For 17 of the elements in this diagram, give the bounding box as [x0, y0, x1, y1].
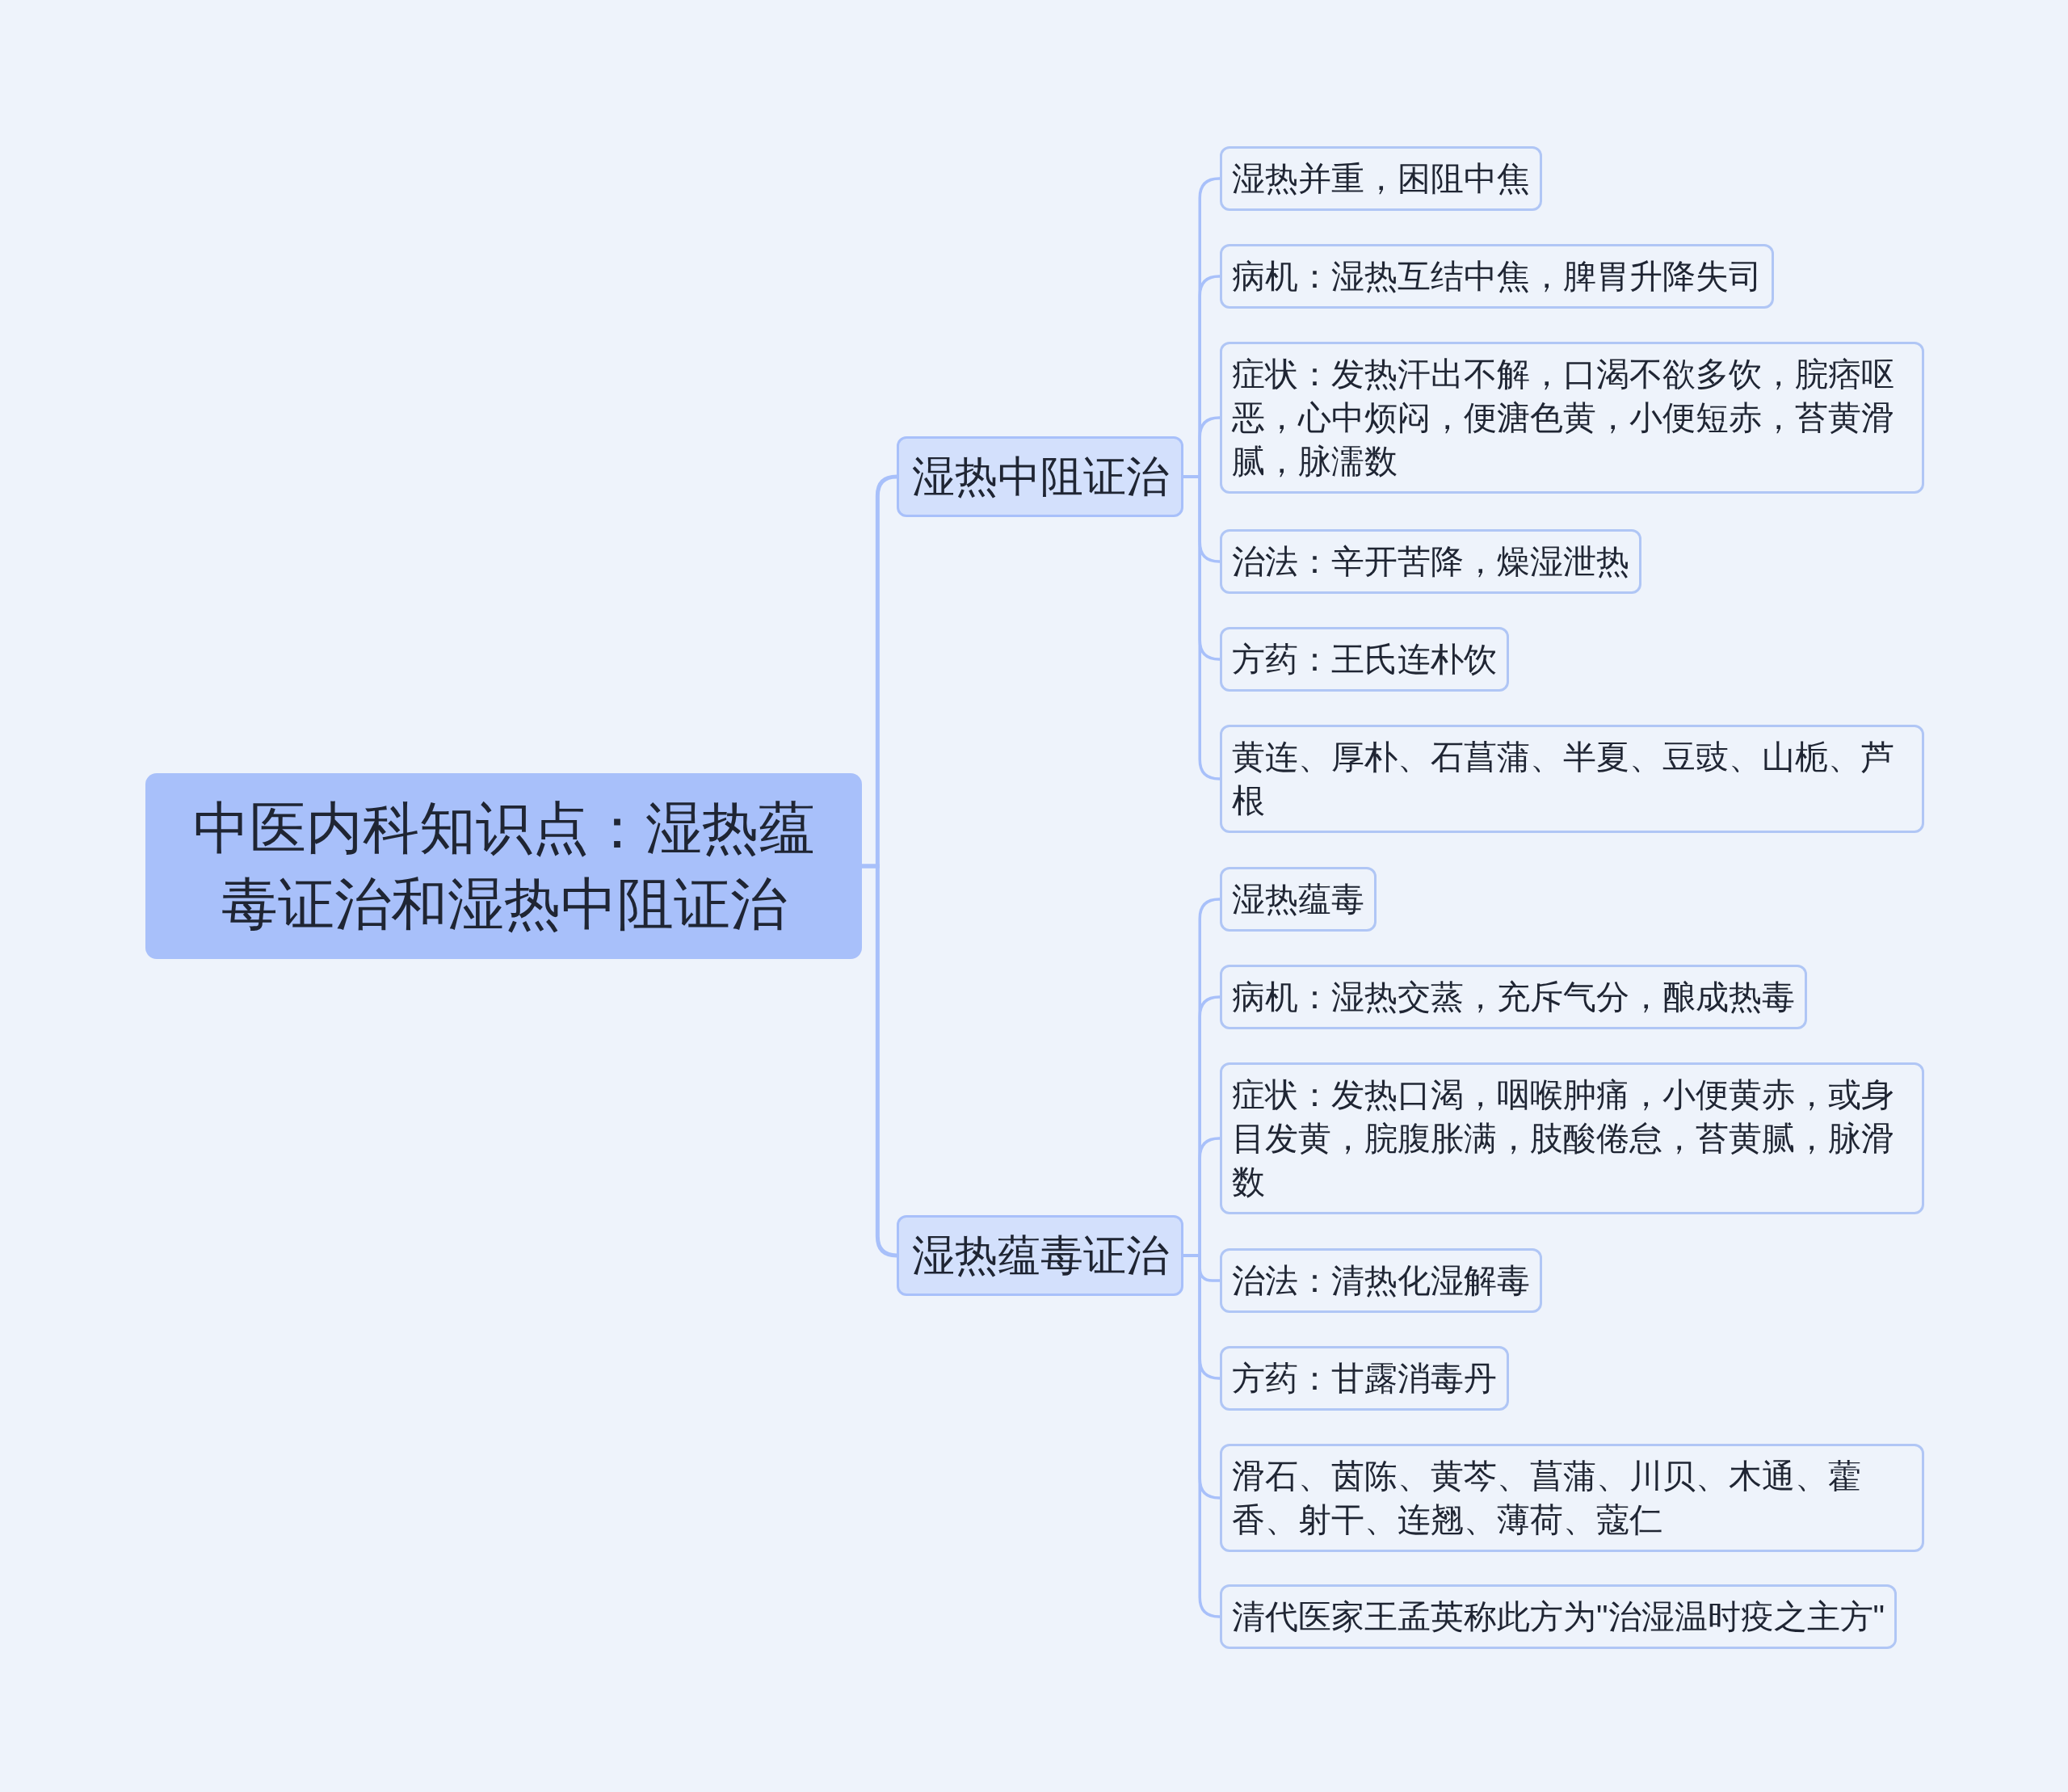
- subtopic-box: 症状：发热汗出不解，口渴不欲多饮，脘痞呕恶，心中烦闷，便溏色黄，小便短赤，苔黄滑腻，脉濡数: [1220, 342, 1924, 494]
- subtopic-box: 滑石、茵陈、黄芩、菖蒲、川贝、木通、藿香、射干、连翘、薄荷、蔻仁: [1220, 1444, 1924, 1552]
- topic-box: 湿热中阻证治: [897, 436, 1183, 517]
- subtopic-box: 方药：甘露消毒丹: [1220, 1346, 1509, 1411]
- subtopic-box: 治法：辛开苦降，燥湿泄热: [1220, 529, 1641, 594]
- subtopic-box: 症状：发热口渴，咽喉肿痛，小便黄赤，或身目发黄，脘腹胀满，肢酸倦怠，苔黄腻，脉滑数: [1220, 1062, 1924, 1214]
- subtopic-box: 病机：湿热互结中焦，脾胃升降失司: [1220, 244, 1774, 309]
- subtopic-box: 方药：王氏连朴饮: [1220, 627, 1509, 692]
- subtopic-box: 治法：清热化湿解毒: [1220, 1248, 1542, 1313]
- subtopic-box: 湿热并重，困阻中焦: [1220, 146, 1542, 211]
- connector-line: [1183, 1254, 1221, 1618]
- topic-box: 湿热蕴毒证治: [897, 1215, 1183, 1296]
- subtopic-box: 黄连、厚朴、石菖蒲、半夏、豆豉、山栀、芦根: [1220, 725, 1924, 833]
- subtopic-box: 湿热蕴毒: [1220, 867, 1377, 932]
- subtopic-box: 病机：湿热交蒸，充斥气分，酿成热毒: [1220, 965, 1807, 1029]
- subtopic-box: 清代医家王孟英称此方为"治湿温时疫之主方": [1220, 1584, 1898, 1649]
- root-topic-box: 中医内科知识点：湿热蕴毒证治和湿热中阻证治: [145, 773, 862, 959]
